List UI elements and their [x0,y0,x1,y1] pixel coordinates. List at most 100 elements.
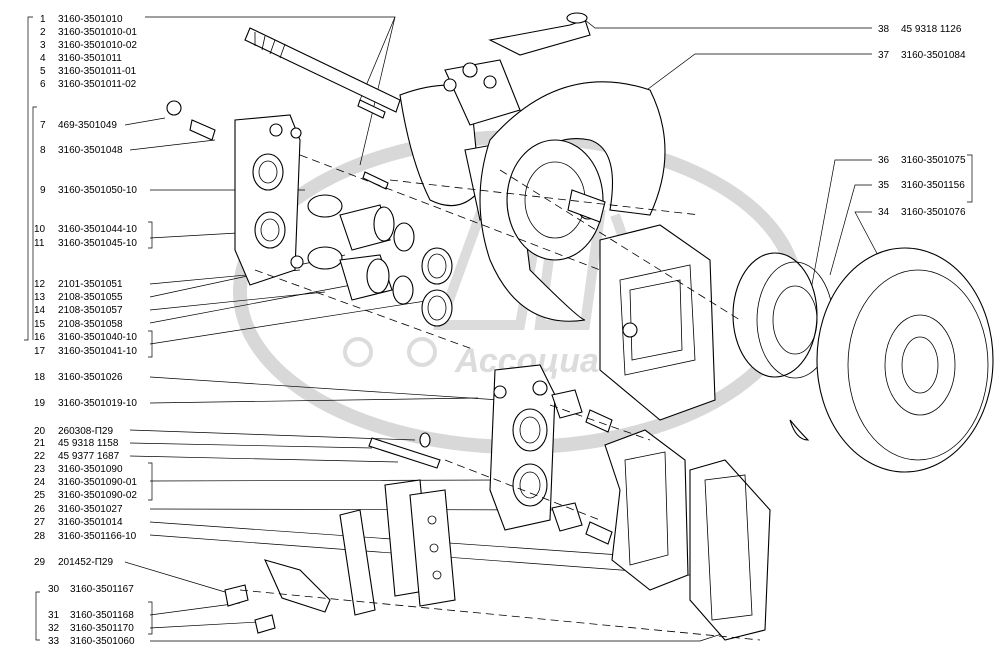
label-row: 14 2108-3501057 [34,305,123,316]
label-row: 16 3160-3501040-10 [34,332,137,343]
label-number: 3 [40,40,46,51]
caliper-body-upper [234,114,304,286]
label-number: 16 [34,332,46,343]
label-number: 7 [40,120,46,131]
anti-rattle-springs [224,509,376,634]
part-code: 3160-3501090 [58,464,123,475]
dust-shield [479,81,666,322]
caliper-assembly [599,224,716,421]
bleeder-parts [166,100,216,141]
label-row: 6 3160-3501011-02 [40,79,137,90]
label-row: 23 3160-3501090 [34,464,123,475]
part-code: 469-3501049 [58,120,117,131]
label-number: 14 [34,305,46,316]
label-number: 10 [34,224,46,235]
part-code: 3160-3501090-01 [58,477,137,488]
label-number: 8 [40,145,46,156]
label-row: 1 3160-3501010 [40,14,123,25]
part-code: 3160-3501011 [58,53,122,64]
part-code: 45 9377 1687 [58,451,120,462]
part-code: 3160-3501011-02 [58,79,137,90]
label-row: 10 3160-3501044-10 [34,224,137,235]
label-number: 17 [34,346,46,357]
label-row: 17 3160-3501041-10 [34,346,137,357]
label-row: 13 2108-3501055 [34,292,123,303]
part-code: 3160-3501014 [58,517,123,528]
part-code: 2108-3501055 [58,292,123,303]
label-number: 33 [48,636,60,647]
part-code: 3160-3501044-10 [58,224,137,235]
part-code: 45 9318 1158 [58,438,119,449]
part-code: 3160-3501156 [901,180,965,191]
label-row: 3 3160-3501010-02 [40,40,137,51]
label-number: 27 [34,517,46,528]
part-code: 3160-3501019-10 [58,398,137,409]
label-number: 32 [48,623,60,634]
part-code: 3160-3501010-02 [58,40,137,51]
part-code: 3160-3501170 [70,623,134,634]
brake-pads [384,459,771,641]
part-code: 201452-П29 [58,557,113,568]
caliper-bracket [604,429,689,591]
label-number: 22 [34,451,46,462]
part-code: 3160-3501027 [58,504,123,515]
label-number: 1 [40,14,46,25]
part-code: 3160-3501084 [901,50,966,61]
part-code: 2108-3501058 [58,319,123,330]
part-code: 3160-3501041-10 [58,346,137,357]
label-row: 9 3160-3501050-10 [40,185,137,196]
label-row: 15 2108-3501058 [34,319,123,330]
label-number: 15 [34,319,46,330]
part-code: 3160-3501010 [58,14,123,25]
part-code: 2108-3501057 [58,305,123,316]
label-number: 13 [34,292,46,303]
part-code: 3160-3501040-10 [58,332,137,343]
label-number: 38 [878,24,890,35]
label-number: 31 [48,610,60,621]
label-row: 7 469-3501049 [40,120,117,131]
label-number: 11 [34,238,45,249]
brake-disc [816,247,994,473]
label-row: 24 3160-3501090-01 [34,477,137,488]
part-code: 260308-П29 [58,426,113,437]
part-code: 3160-3501090-02 [58,490,137,501]
label-number: 24 [34,477,46,488]
label-number: 9 [40,185,46,196]
part-code: 3160-3501166-10 [58,531,137,542]
group-brackets [24,16,973,641]
label-number: 30 [48,584,60,595]
pistons-seals [307,194,453,327]
part-code: 3160-3501010-01 [58,27,137,38]
part-code: 3160-3501050-10 [58,185,137,196]
assembly-axes [239,154,761,641]
part-code: 45 9318 1126 [901,24,962,35]
label-number: 18 [34,372,46,383]
label-row: 38 45 9318 1126 [878,24,962,35]
label-number: 28 [34,531,46,542]
label-row: 27 3160-3501014 [34,517,123,528]
label-number: 23 [34,464,46,475]
caliper-body-lower [489,364,556,531]
label-number: 6 [40,79,46,90]
